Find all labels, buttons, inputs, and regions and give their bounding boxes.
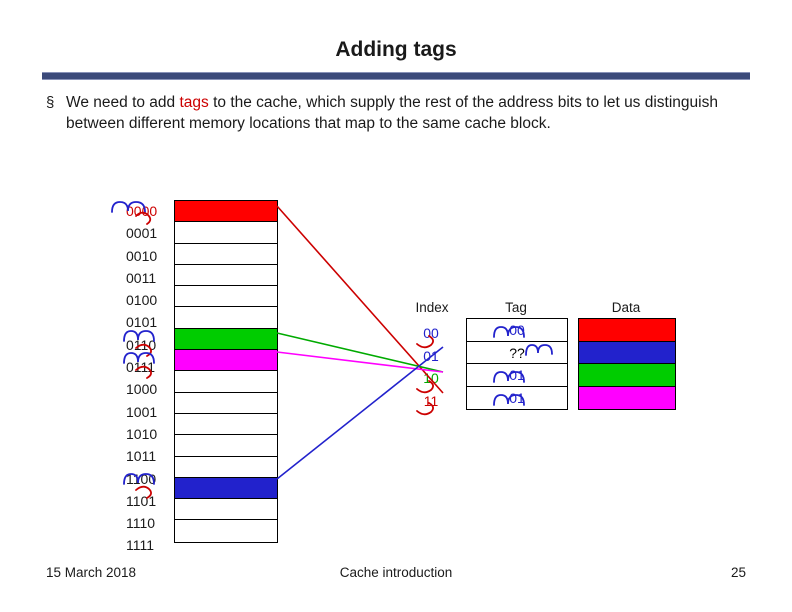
memory-block	[175, 413, 277, 436]
bullet-text-part2: to the cache, which supply the rest of t…	[66, 94, 718, 132]
memory-block	[175, 350, 277, 372]
memory-block	[175, 222, 277, 244]
footer-subject: Cache introduction	[339, 565, 453, 580]
memory-block	[175, 477, 277, 500]
cache-tag-value: 01	[467, 386, 567, 410]
index-column-header: Index	[415, 300, 449, 315]
bullet-text: We need to add tags to the cache, which …	[66, 92, 746, 134]
cache-data-cell	[579, 341, 675, 365]
memory-block	[175, 243, 277, 265]
memory-block	[175, 392, 277, 414]
memory-block	[175, 520, 277, 542]
bullet-text-part1: We need to add	[66, 94, 180, 111]
cache-data-cell	[579, 364, 675, 387]
memory-block	[175, 201, 277, 223]
memory-address: 1000	[126, 381, 158, 398]
footer-date: 15 March 2018	[46, 565, 137, 580]
memory-address: 0011	[126, 269, 157, 286]
bullet-paragraph: § We need to add tags to the cache, whic…	[46, 92, 746, 134]
memory-address: 0100	[126, 292, 158, 309]
memory-block	[175, 499, 277, 521]
memory-address: 0001	[126, 225, 158, 242]
footer-page-number: 25	[730, 565, 746, 580]
cache-index-column: 00 01 10 11	[412, 322, 450, 412]
page-title: Adding tags	[335, 38, 457, 61]
cache-index-value: 01	[423, 347, 439, 364]
memory-address: 0101	[126, 314, 158, 331]
cache-tag-value: 01	[467, 364, 567, 387]
memory-address: 0010	[126, 247, 158, 264]
cache-data-column	[578, 318, 676, 411]
tag-column-header: Tag	[505, 300, 527, 315]
cache-tag-value: 00	[467, 319, 567, 342]
data-column-header: Data	[611, 300, 641, 315]
memory-block	[175, 307, 277, 329]
memory-block	[175, 264, 277, 287]
cache-index-value: 10	[423, 370, 439, 386]
memory-address: 1111	[126, 537, 155, 554]
cache-tag-value: ??	[467, 341, 567, 365]
memory-address: 1110	[126, 515, 156, 532]
memory-block	[175, 371, 277, 393]
memory-block	[175, 435, 277, 457]
memory-block	[175, 456, 277, 478]
title-divider	[42, 72, 750, 80]
memory-block-column	[174, 200, 278, 543]
cache-tag-column: 00 ?? 01 01	[466, 318, 568, 411]
bullet-marker: §	[46, 94, 55, 111]
cache-index-value: 00	[423, 325, 439, 341]
bullet-highlight-tags: tags	[179, 94, 209, 111]
cache-index-value: 11	[423, 392, 439, 409]
cache-data-cell	[579, 386, 675, 410]
memory-block	[175, 328, 277, 351]
memory-address: 1011	[126, 448, 157, 465]
cache-data-cell	[579, 319, 675, 342]
memory-address: 1010	[126, 425, 158, 442]
memory-address: 1001	[126, 403, 158, 420]
memory-block	[175, 286, 277, 308]
